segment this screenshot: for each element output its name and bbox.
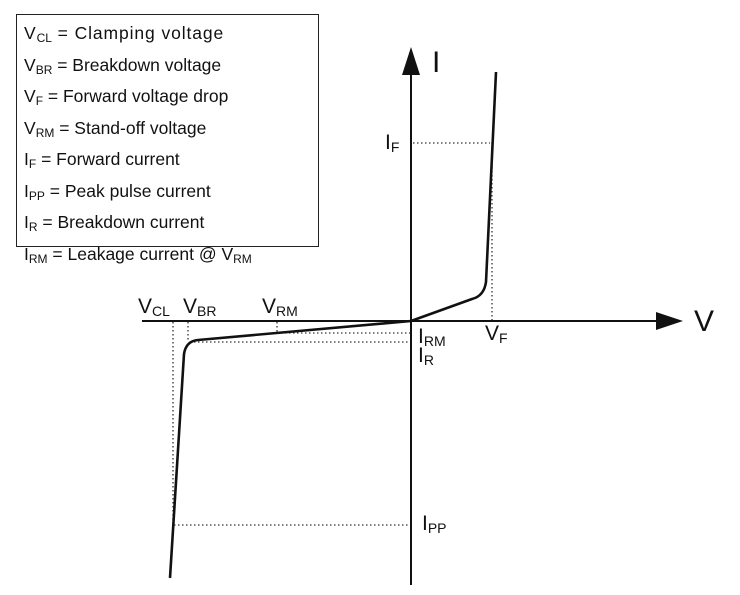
marker-vcl: VCL: [138, 295, 170, 319]
legend-item-vbr: VBR = Breakdown voltage: [24, 54, 222, 77]
legend-item-ipp: IPP = Peak pulse current: [24, 180, 211, 203]
legend-item-if: IF = Forward current: [24, 149, 180, 171]
legend-item-irm: IRM = Leakage current @ VRM: [24, 243, 252, 266]
x-axis-label: V: [694, 305, 714, 338]
legend-item-vf: VF = Forward voltage drop: [24, 86, 229, 108]
legend-box: VCL = Clamping voltage VBR = Breakdown v…: [16, 14, 319, 266]
marker-if: IF: [385, 131, 399, 155]
marker-irm: IRM: [418, 325, 446, 349]
legend-item-vrm: VRM = Stand-off voltage: [24, 117, 207, 140]
marker-ir: IR: [418, 344, 434, 368]
marker-vrm: VRM: [262, 295, 298, 319]
marker-vf: VF: [485, 322, 508, 346]
legend-item-vcl: VCL = Clamping voltage: [24, 23, 225, 45]
y-axis-label: I: [432, 46, 440, 79]
x-axis-arrow-icon: [656, 312, 683, 330]
marker-ipp: IPP: [422, 512, 447, 536]
legend-item-ir: IR = Breakdown current: [24, 212, 205, 234]
y-axis-arrow-icon: [402, 47, 420, 75]
iv-curve: [168, 71, 498, 579]
marker-vbr: VBR: [183, 295, 216, 319]
